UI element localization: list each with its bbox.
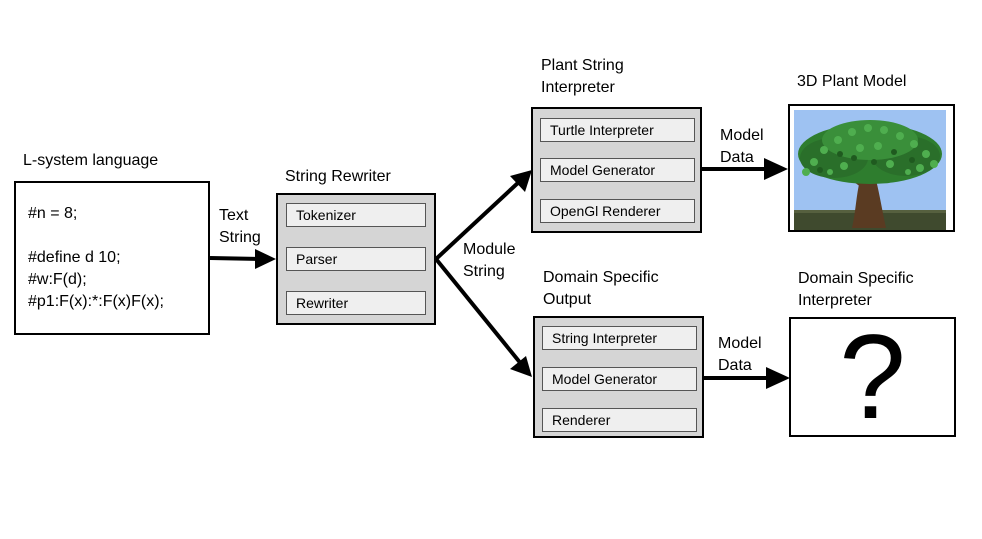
edge-label-module-string: String — [463, 263, 505, 280]
plant-model-title: 3D Plant Model — [797, 73, 907, 90]
domain-interpreter-box: ? — [789, 317, 956, 437]
edge-label-data-top: Data — [720, 149, 754, 166]
rewriter-box: Tokenizer Parser Rewriter — [276, 193, 436, 325]
question-mark-icon: ? — [839, 310, 906, 444]
step-turtle-interpreter: Turtle Interpreter — [540, 118, 695, 142]
edge-label-data-bottom: Data — [718, 357, 752, 374]
domain-output-title-1: Domain Specific — [543, 269, 659, 286]
lsystem-code-box: #n = 8; #define d 10; #w:F(d); #p1:F(x):… — [14, 181, 210, 335]
code-line: #define d 10; — [28, 249, 121, 266]
edge-label-model-top: Model — [720, 127, 764, 144]
step-parser: Parser — [286, 247, 426, 271]
edge-label-text: Text — [219, 207, 249, 224]
code-line: #n = 8; — [28, 205, 78, 222]
step-rewriter: Rewriter — [286, 291, 426, 315]
domain-interpreter-title-1: Domain Specific — [798, 270, 914, 287]
code-line: #p1:F(x):*:F(x)F(x); — [28, 293, 164, 310]
plant-model-box — [788, 104, 955, 232]
edge-label-string: String — [219, 229, 261, 246]
plant-interpreter-box: Turtle Interpreter Model Generator OpenG… — [531, 107, 702, 233]
tree-render-image — [794, 110, 946, 230]
edge-label-module: Module — [463, 241, 516, 258]
rewriter-title: String Rewriter — [285, 168, 391, 185]
arrow-text-string — [209, 249, 276, 269]
step-string-interpreter: String Interpreter — [542, 326, 697, 350]
arrow-module-string-down — [434, 257, 532, 377]
lsystem-title: L-system language — [23, 152, 159, 169]
step-model-generator: Model Generator — [542, 367, 697, 391]
domain-interpreter-title-2: Interpreter — [798, 292, 872, 309]
step-renderer: Renderer — [542, 408, 697, 432]
arrow-model-data-top — [702, 158, 788, 180]
arrow-module-string-up — [434, 170, 532, 261]
edge-label-model-bottom: Model — [718, 335, 762, 352]
step-tokenizer: Tokenizer — [286, 203, 426, 227]
step-model-generator: Model Generator — [540, 158, 695, 182]
plant-interpreter-title-2: Interpreter — [541, 79, 615, 96]
plant-interpreter-title-1: Plant String — [541, 57, 624, 74]
step-opengl-renderer: OpenGl Renderer — [540, 199, 695, 223]
domain-output-box: String Interpreter Model Generator Rende… — [533, 316, 704, 438]
arrow-model-data-bottom — [696, 367, 790, 389]
code-line: #w:F(d); — [28, 271, 87, 288]
domain-output-title-2: Output — [543, 291, 592, 308]
